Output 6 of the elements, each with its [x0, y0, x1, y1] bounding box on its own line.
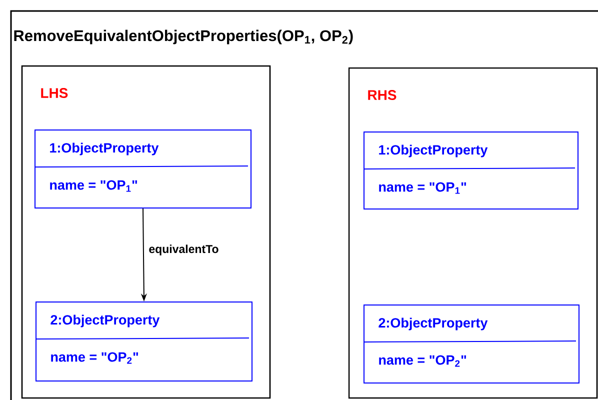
object-box: 1:ObjectProperty name = "OP$_{1}$" — [34, 130, 252, 208]
title: RemoveEquivalentObjectProperties(OP$_{1}$, OP$_{2}$) — [14, 30, 353, 44]
edge-label: equivalentTo — [148, 244, 220, 256]
object-box: 2:ObjectProperty name = "OP$_{2}$" — [36, 302, 252, 382]
object-box: 1:ObjectProperty name = "OP$_{1}$" — [364, 132, 578, 210]
object-box: 2:ObjectProperty name = "OP$_{2}$" — [364, 304, 580, 384]
